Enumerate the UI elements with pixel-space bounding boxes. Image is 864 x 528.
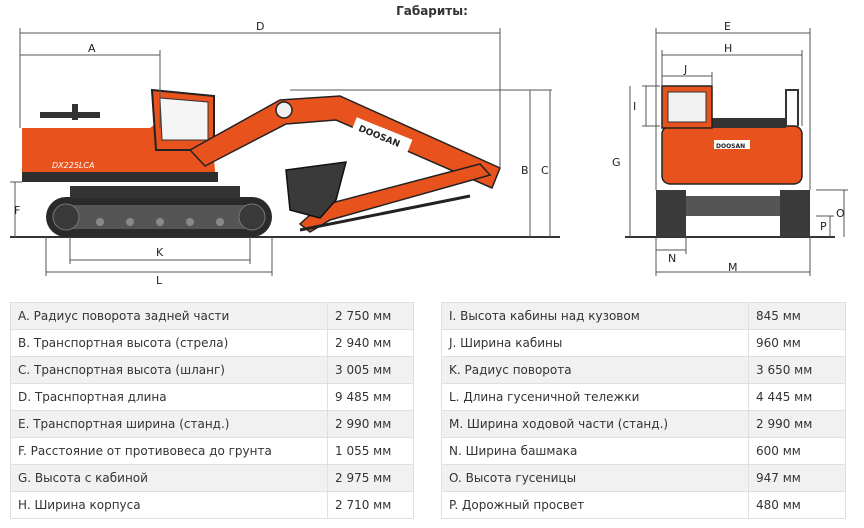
spec-value: 2 750 мм <box>327 302 414 330</box>
spec-label: G. Высота с кабиной <box>10 464 328 492</box>
spec-value: 2 990 мм <box>748 410 846 438</box>
spec-label: L. Длина гусеничной тележки <box>441 383 749 411</box>
side-dimension-lines <box>10 28 552 276</box>
spec-value: 2 940 мм <box>327 329 414 357</box>
table-row: C. Транспортная высота (шланг)3 005 мм <box>10 356 414 384</box>
spec-value: 3 005 мм <box>327 356 414 384</box>
dim-label-m: M <box>728 261 738 274</box>
spec-value: 2 975 мм <box>327 464 414 492</box>
spec-label: C. Транспортная высота (шланг) <box>10 356 328 384</box>
spec-label: N. Ширина башмака <box>441 437 749 465</box>
dim-label-b: B <box>521 164 529 177</box>
model-badge: DX225LCA <box>52 161 94 170</box>
spec-label: F. Расстояние от противовеса до грунта <box>10 437 328 465</box>
spec-label: D. Траснпортная длина <box>10 383 328 411</box>
dim-label-g: G <box>612 156 621 169</box>
table-row: E. Транспортная ширина (станд.)2 990 мм <box>10 410 414 438</box>
spec-label: E. Транспортная ширина (станд.) <box>10 410 328 438</box>
dim-label-h: H <box>724 42 732 55</box>
spec-label: B. Транспортная высота (стрела) <box>10 329 328 357</box>
excavator-side-view: DX225LCA DOOSAN <box>22 88 501 237</box>
spec-label: O. Высота гусеницы <box>441 464 749 492</box>
spec-value: 2 990 мм <box>327 410 414 438</box>
spec-value: 480 мм <box>748 491 846 519</box>
spec-label: K. Радиус поворота <box>441 356 749 384</box>
spec-label: P. Дорожный просвет <box>441 491 749 519</box>
excavator-front-view: DOOSAN <box>656 85 810 237</box>
spec-label: M. Ширина ходовой части (станд.) <box>441 410 749 438</box>
spec-label: H. Ширина корпуса <box>10 491 328 519</box>
spec-label: I. Высота кабины над кузовом <box>441 302 749 330</box>
spec-label: A. Радиус поворота задней части <box>10 302 328 330</box>
dim-label-p: P <box>820 220 827 233</box>
spec-label: J. Ширина кабины <box>441 329 749 357</box>
dim-label-j: J <box>683 63 687 76</box>
dim-label-e: E <box>724 20 731 33</box>
spec-value: 4 445 мм <box>748 383 846 411</box>
brand-logo-front: DOOSAN <box>716 143 745 150</box>
page-title: Габариты: <box>396 4 468 18</box>
dim-label-a: A <box>88 42 96 55</box>
dim-label-c: C <box>541 164 549 177</box>
spec-value: 3 650 мм <box>748 356 846 384</box>
spec-value: 1 055 мм <box>327 437 414 465</box>
excavator-dimension-diagram: DX225LCA DOOSAN D A B C <box>10 20 848 287</box>
dim-label-o: O <box>836 207 845 220</box>
dim-label-l: L <box>156 274 163 287</box>
spec-value: 2 710 мм <box>327 491 414 519</box>
spec-value: 960 мм <box>748 329 846 357</box>
table-row: M. Ширина ходовой части (станд.)2 990 мм <box>441 410 846 438</box>
front-dimension-lines <box>629 28 848 276</box>
spec-value: 600 мм <box>748 437 846 465</box>
spec-value: 9 485 мм <box>327 383 414 411</box>
dim-label-k: K <box>156 246 164 259</box>
table-row: B. Транспортная высота (стрела)2 940 мм <box>10 329 414 357</box>
spec-value: 845 мм <box>748 302 846 330</box>
dim-label-i: I <box>633 100 636 113</box>
dim-label-f: F <box>14 204 20 217</box>
spec-value: 947 мм <box>748 464 846 492</box>
dim-label-d: D <box>256 20 264 33</box>
dim-label-n: N <box>668 252 676 265</box>
